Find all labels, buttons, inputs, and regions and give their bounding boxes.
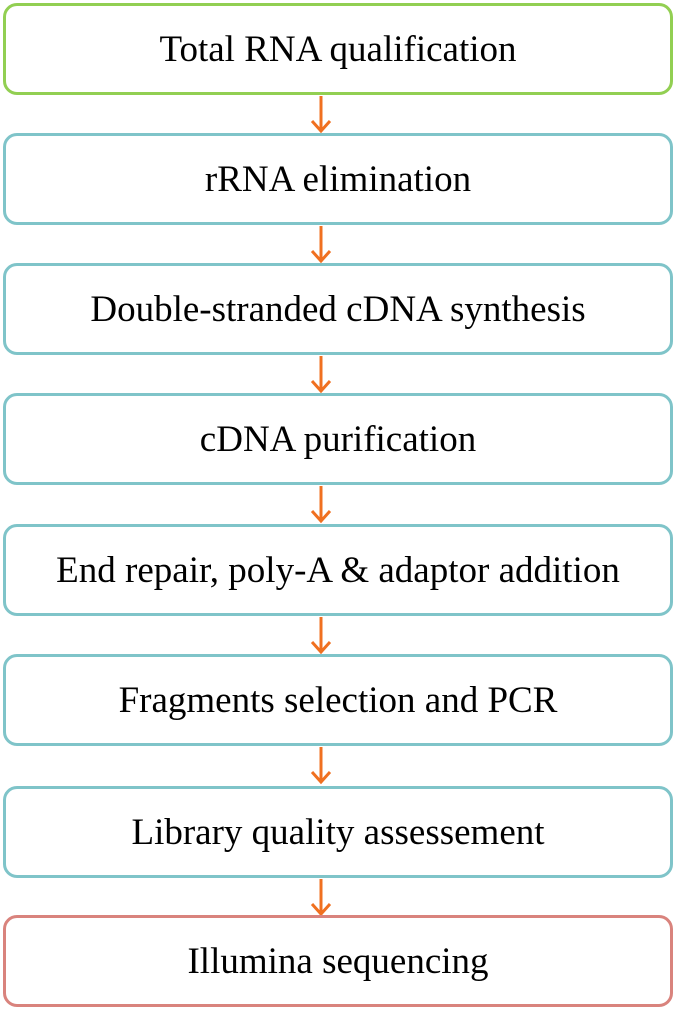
down-arrow-icon [310,747,332,785]
step-box-rrna-elimination: rRNA elimination [3,133,673,225]
step-box-end-repair-poly-a-adaptor-addition: End repair, poly-A & adaptor addition [3,524,673,616]
step-box-illumina-sequencing: Illumina sequencing [3,915,673,1007]
down-arrow-icon [310,356,332,394]
step-label: rRNA elimination [204,158,472,200]
down-arrow-icon [310,617,332,655]
step-label: Library quality assessement [131,811,545,853]
step-label: Double-stranded cDNA synthesis [90,288,586,330]
step-label: Fragments selection and PCR [118,679,558,721]
step-box-fragments-selection-and-pcr: Fragments selection and PCR [3,654,673,746]
step-box-cdna-purification: cDNA purification [3,393,673,485]
step-label: Illumina sequencing [187,940,489,982]
down-arrow-icon [310,226,332,264]
down-arrow-icon [310,486,332,524]
down-arrow-icon [310,96,332,134]
step-label: End repair, poly-A & adaptor addition [56,549,620,591]
step-box-library-quality-assessement: Library quality assessement [3,786,673,878]
step-label: cDNA purification [199,418,477,460]
step-label: Total RNA qualification [159,28,517,70]
down-arrow-icon [310,879,332,917]
step-box-double-stranded-cdna-synthesis: Double-stranded cDNA synthesis [3,263,673,355]
step-box-total-rna-qualification: Total RNA qualification [3,3,673,95]
